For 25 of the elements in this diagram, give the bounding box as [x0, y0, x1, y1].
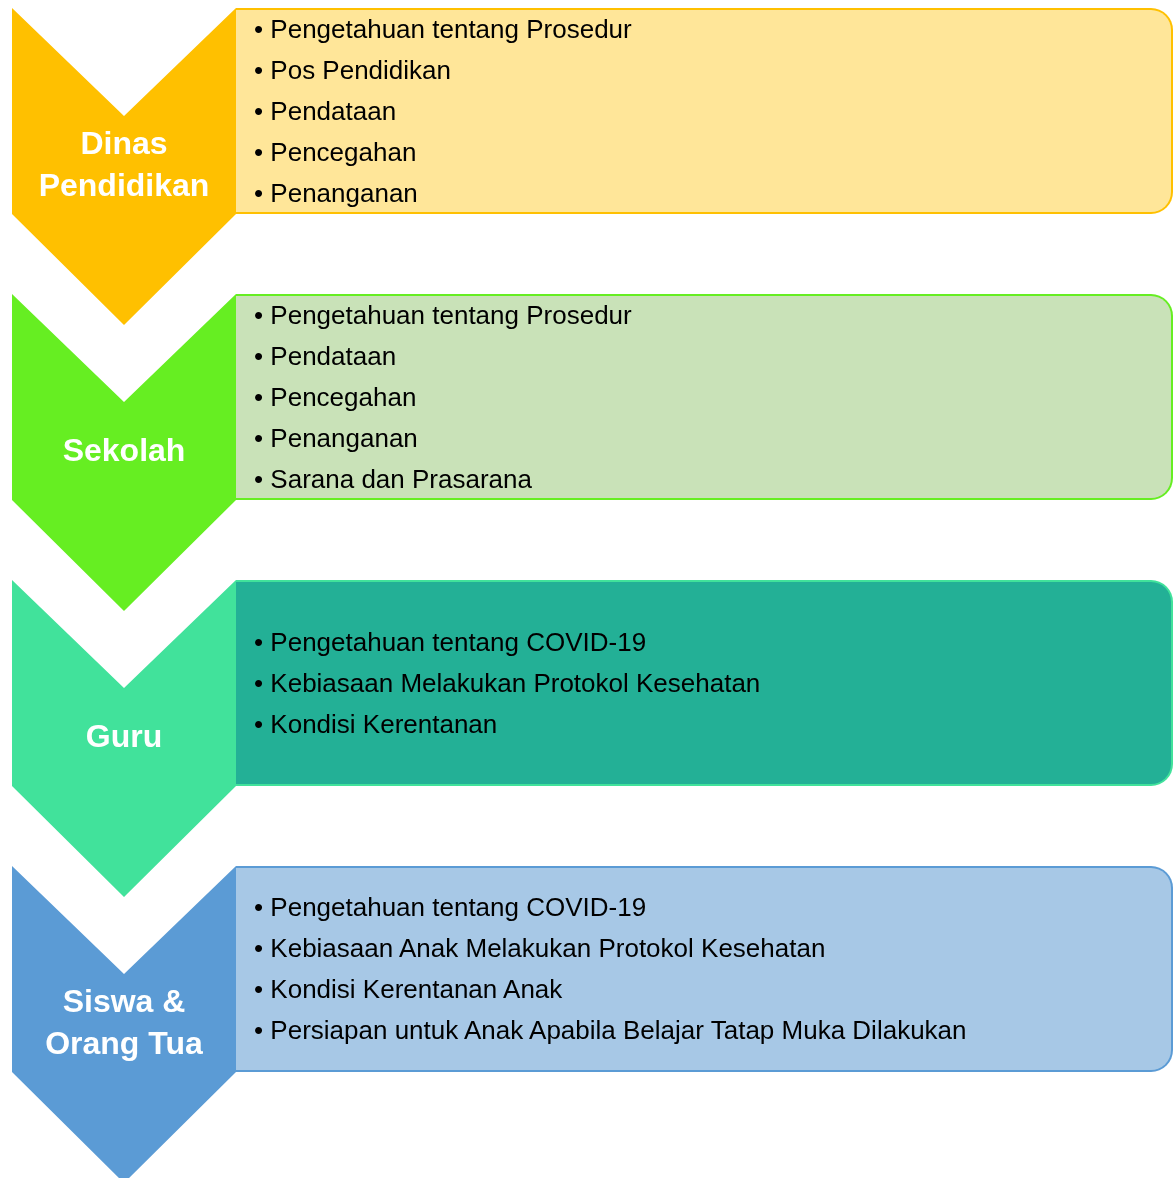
list-item: • Kebiasaan Melakukan Protokol Kesehatan [254, 666, 762, 700]
list-item: • Pendataan [254, 94, 398, 128]
stage-label: Siswa & Orang Tua [44, 982, 204, 1063]
list-item: • Penanganan [254, 421, 419, 455]
stage-label: Guru [85, 717, 163, 757]
list-item: • Pengetahuan tentang COVID-19 [254, 891, 648, 924]
stage-label: Dinas Pendidikan [37, 124, 211, 205]
list-box [236, 580, 1173, 786]
list-box [236, 8, 1173, 214]
stage-label: Sekolah [62, 431, 186, 471]
list-item: • Pengetahuan tentang COVID-19 [254, 625, 648, 659]
list-item: • Kondisi Kerentanan Anak [254, 973, 564, 1006]
list-item: • Pengetahuan tentang Prosedur [254, 12, 633, 46]
list-item: • Persiapan untuk Anak Apabila Belajar Tatap Muka Dilakukan [254, 1014, 968, 1047]
list-item: • Pendataan [254, 339, 398, 373]
list-item: • Pos Pendidikan [254, 53, 452, 87]
list-item: • Pencegahan [254, 380, 418, 414]
list-box [236, 866, 1173, 1072]
list-item: • Pengetahuan tentang Prosedur [254, 298, 633, 332]
list-item: • Penanganan [254, 176, 419, 210]
list-item: • Sarana dan Prasarana [254, 462, 533, 496]
list-box [236, 294, 1173, 500]
list-item: • Kondisi Kerentanan [254, 707, 499, 741]
list-item: • Kebiasaan Anak Melakukan Protokol Kesehatan [254, 932, 827, 965]
list-item: • Pencegahan [254, 135, 418, 169]
